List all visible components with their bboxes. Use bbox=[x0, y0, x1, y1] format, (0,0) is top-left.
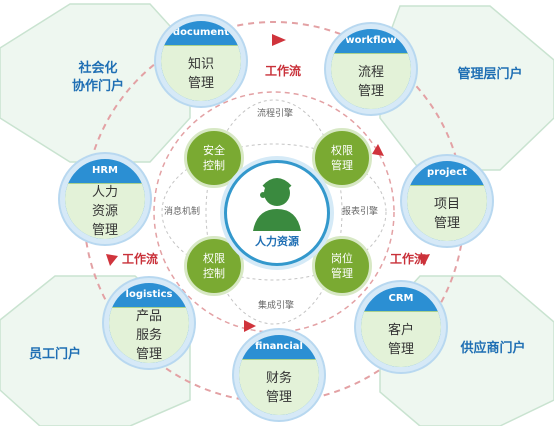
module-financial: financial 财务管理 bbox=[234, 330, 324, 420]
arrow-left-lower bbox=[106, 254, 118, 266]
engine-report-label: 报表引擎 bbox=[342, 207, 379, 217]
portal-employee-label: 员工门户 bbox=[28, 347, 81, 362]
engine-ellipse-horizontal bbox=[161, 143, 387, 281]
portal-shape-social bbox=[0, 3, 191, 163]
module-header: HRM bbox=[91, 165, 119, 176]
center-label: 人力资源 bbox=[255, 235, 299, 248]
workflow-label-right: 工作流 bbox=[390, 252, 427, 266]
portal-supplier-label: 供应商门户 bbox=[460, 341, 526, 356]
module-logistics: logistics 产品服务管理 bbox=[104, 278, 194, 368]
portal-management-label: 管理层门户 bbox=[457, 67, 523, 82]
node-security-control: 安全控制 bbox=[184, 128, 244, 188]
workflow-label-top: 工作流 bbox=[265, 64, 302, 78]
module-header: CRM bbox=[388, 293, 414, 304]
portal-social-label: 社会化 协作门户 bbox=[71, 61, 124, 94]
module-project: project 项目管理 bbox=[402, 156, 492, 246]
module-crm: CRM 客户管理 bbox=[356, 282, 446, 372]
module-document: document 知识管理 bbox=[156, 16, 246, 106]
engine-message-label: 消息机制 bbox=[164, 207, 201, 217]
inner-ring bbox=[153, 91, 395, 333]
module-header: project bbox=[427, 167, 467, 178]
module-workflow: workflow 流程管理 bbox=[326, 24, 416, 114]
engine-ellipse-vertical bbox=[205, 99, 343, 325]
workflow-label-left: 工作流 bbox=[122, 252, 159, 266]
person-icon bbox=[253, 178, 301, 231]
module-header: logistics bbox=[125, 289, 173, 300]
node-permission-management: 权限管理 bbox=[312, 128, 372, 188]
engine-integration-label: 集成引擎 bbox=[258, 301, 295, 311]
node-position-management: 岗位管理 bbox=[312, 236, 372, 296]
module-header: workflow bbox=[345, 35, 397, 46]
node-permission-control: 权限控制 bbox=[184, 236, 244, 296]
arrow-bottom bbox=[244, 320, 256, 332]
arrow-top bbox=[272, 34, 286, 46]
arrow-right-upper bbox=[372, 144, 384, 156]
module-header: document bbox=[172, 27, 230, 38]
engine-process-label: 流程引擎 bbox=[257, 109, 294, 119]
center-hub: 人力资源 bbox=[224, 160, 330, 266]
arrow-right-lower bbox=[418, 254, 430, 266]
module-header: financial bbox=[255, 341, 303, 352]
module-hrm: HRM 人力资源管理 bbox=[60, 154, 150, 244]
